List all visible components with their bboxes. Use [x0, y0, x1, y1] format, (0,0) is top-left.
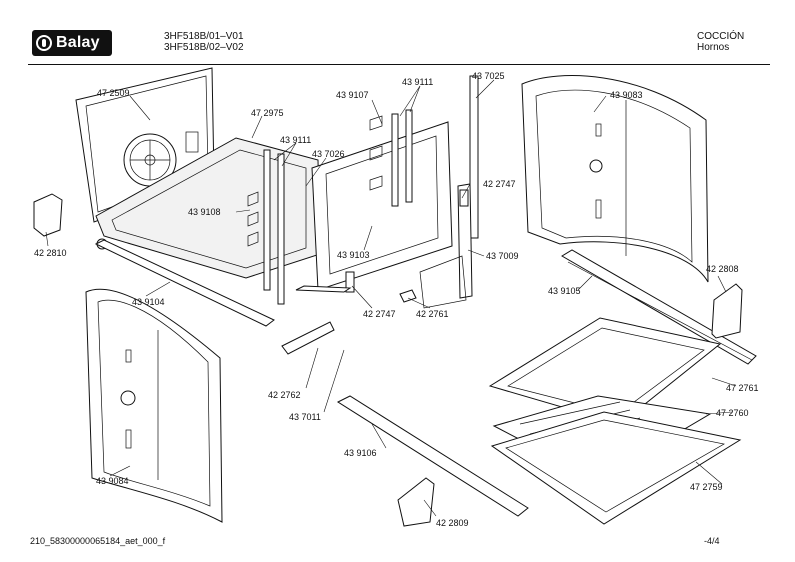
- label-439107: 43 9107: [336, 90, 369, 100]
- brand-logo: Balay: [32, 30, 112, 56]
- model-line-1: 3HF518B/01–V01: [164, 31, 244, 42]
- part-labels: 47 2509 47 2975 43 9107 43 9111 43 7025 …: [34, 71, 759, 528]
- side-rails-right: [419, 75, 479, 309]
- side-runners-left: [247, 149, 285, 305]
- telescopic-runner-right: [561, 249, 757, 365]
- label-472760: 47 2760: [716, 408, 749, 418]
- label-439111-upper: 43 9111: [402, 77, 433, 87]
- label-439103: 43 9103: [337, 250, 370, 260]
- clip-422747-b: [459, 189, 469, 207]
- label-422809: 42 2809: [436, 518, 469, 528]
- label-437026: 43 7026: [312, 149, 345, 159]
- front-frame: [311, 121, 453, 291]
- side-panel-left: [85, 288, 223, 523]
- label-439083: 43 9083: [610, 90, 643, 100]
- side-runners-right: [369, 109, 413, 207]
- label-439104: 43 9104: [132, 297, 165, 307]
- bracket-left: [33, 193, 63, 237]
- leader-lines: [45, 79, 737, 517]
- label-439105: 43 9105: [548, 286, 581, 296]
- label-422808: 42 2808: [706, 264, 739, 274]
- category: COCCIÓN Hornos: [697, 31, 744, 53]
- label-422762: 42 2762: [268, 390, 301, 400]
- label-472975: 47 2975: [251, 108, 284, 118]
- clip-422761: [399, 289, 417, 303]
- tray-frame: [490, 411, 742, 525]
- model-line-2: 3HF518B/02–V02: [164, 42, 244, 53]
- side-panel-right: [521, 75, 709, 283]
- front-rail-lower: [295, 285, 352, 293]
- label-422761: 42 2761: [416, 309, 449, 319]
- category-line-2: Hornos: [697, 42, 730, 53]
- bracket-bottom: [397, 477, 435, 527]
- category-line-1: COCCIÓN: [697, 31, 745, 42]
- bracket-right: [711, 283, 743, 339]
- label-439084: 43 9084: [96, 476, 129, 486]
- telescopic-runner-left: [336, 395, 529, 517]
- label-439106: 43 9106: [344, 448, 377, 458]
- bracket-422762: [281, 321, 335, 355]
- label-472761: 47 2761: [726, 383, 759, 393]
- model-numbers: 3HF518B/01–V01 3HF518B/02–V02: [164, 31, 244, 53]
- label-439108: 43 9108: [188, 207, 221, 217]
- page-number: -4/4: [704, 536, 720, 546]
- clip-422747-a: [345, 271, 355, 293]
- label-437025: 43 7025: [472, 71, 505, 81]
- document-id: 210_58300000065184_aet_000_f: [30, 536, 166, 546]
- label-439111-lower: 43 9111: [280, 135, 311, 145]
- power-icon: [36, 35, 52, 51]
- label-422747-upper: 42 2747: [483, 179, 516, 189]
- label-472509: 47 2509: [97, 88, 130, 98]
- label-422810: 42 2810: [34, 248, 67, 258]
- lower-rail-left: [94, 239, 275, 327]
- label-422747-lower: 42 2747: [363, 309, 396, 319]
- label-472759: 47 2759: [690, 482, 723, 492]
- header-divider: [28, 64, 770, 65]
- page-header: Balay 3HF518B/01–V01 3HF518B/02–V02 COCC…: [0, 0, 795, 66]
- label-437009: 43 7009: [486, 251, 519, 261]
- label-437011: 43 7011: [289, 412, 321, 422]
- brand-name: Balay: [56, 34, 100, 51]
